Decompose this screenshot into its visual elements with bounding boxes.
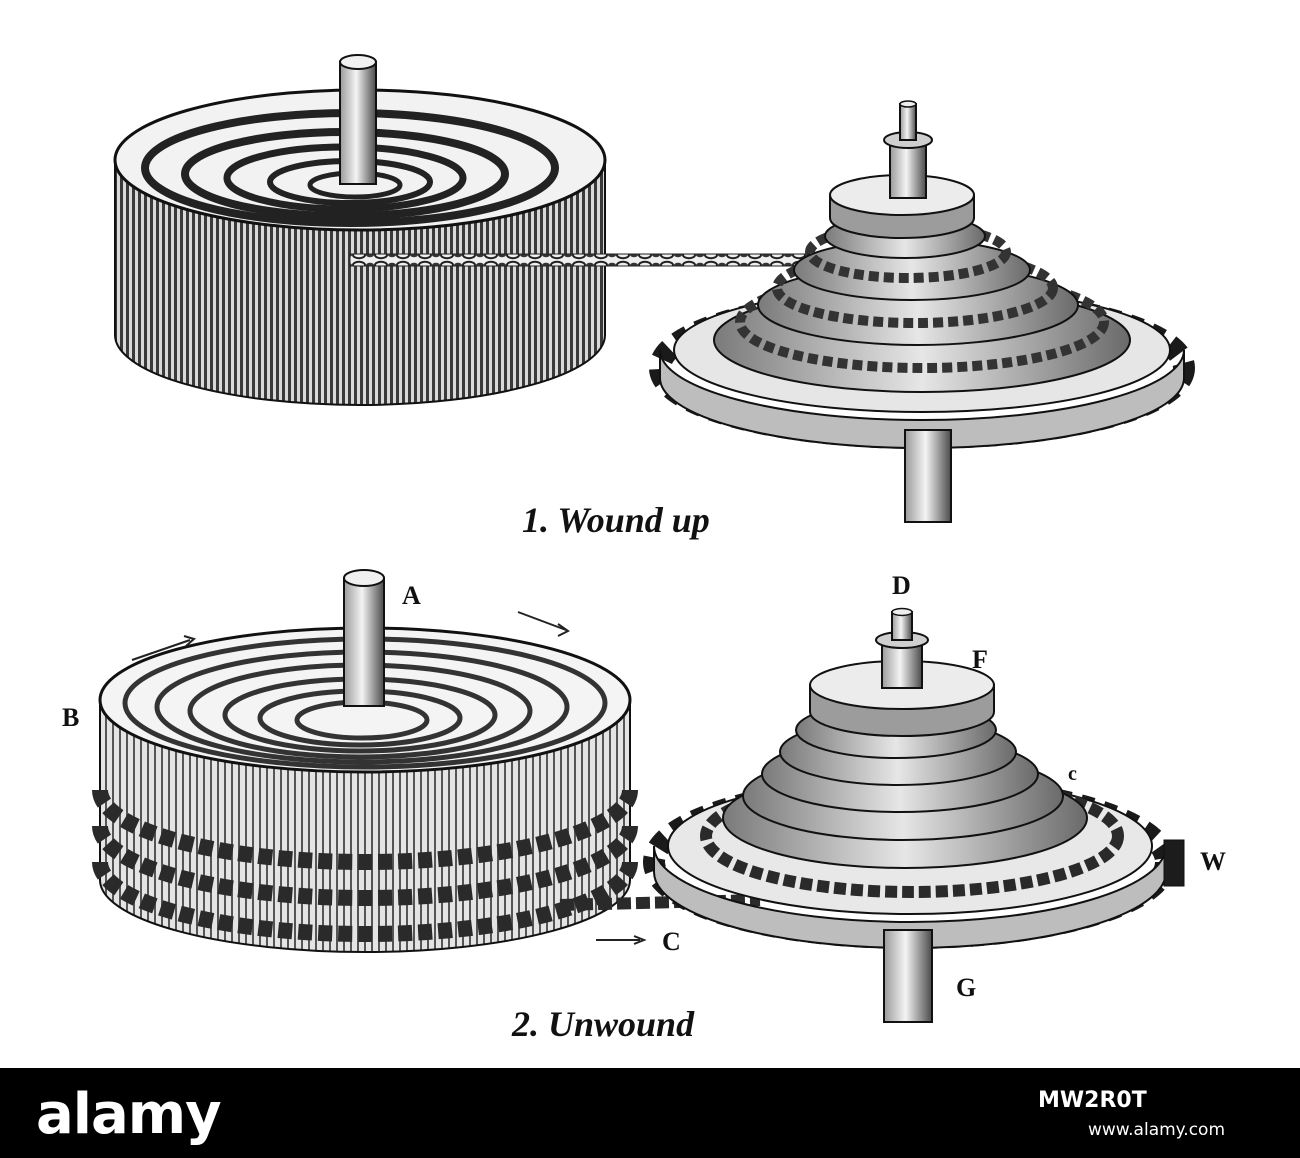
figure-unwound: A B C D F G W c 2. Unwound <box>62 569 1226 1044</box>
fusee-wound <box>649 100 1195 523</box>
caption-unwound: 2. Unwound <box>511 1004 695 1044</box>
illustration-plate: 1. Wound up <box>62 54 1226 1044</box>
chain-wound <box>349 253 811 267</box>
label-W: W <box>1200 847 1226 876</box>
site-url-text: www.alamy.com <box>1088 1120 1226 1140</box>
fusee-unwound <box>643 607 1185 1023</box>
fusee-mainspring-illustration: 1. Wound up <box>62 54 1226 1044</box>
image-id-text: MW2R0T <box>1038 1088 1147 1113</box>
alamy-logo: alamy <box>36 1082 222 1147</box>
caption-wound-up: 1. Wound up <box>522 500 710 540</box>
label-A: A <box>402 581 421 610</box>
label-B: B <box>62 703 79 732</box>
label-c: c <box>1068 763 1077 785</box>
figure-wound-up: 1. Wound up <box>113 54 1195 540</box>
label-D: D <box>892 571 911 600</box>
mainspring-barrel-wound <box>113 54 607 406</box>
stock-footer-bar: alamy MW2R0T www.alamy.com <box>0 1068 1300 1158</box>
label-C: C <box>662 927 681 956</box>
mainspring-barrel-unwound <box>92 569 638 953</box>
label-G: G <box>956 973 976 1002</box>
label-F: F <box>972 645 988 674</box>
chain-unwound <box>559 894 761 911</box>
